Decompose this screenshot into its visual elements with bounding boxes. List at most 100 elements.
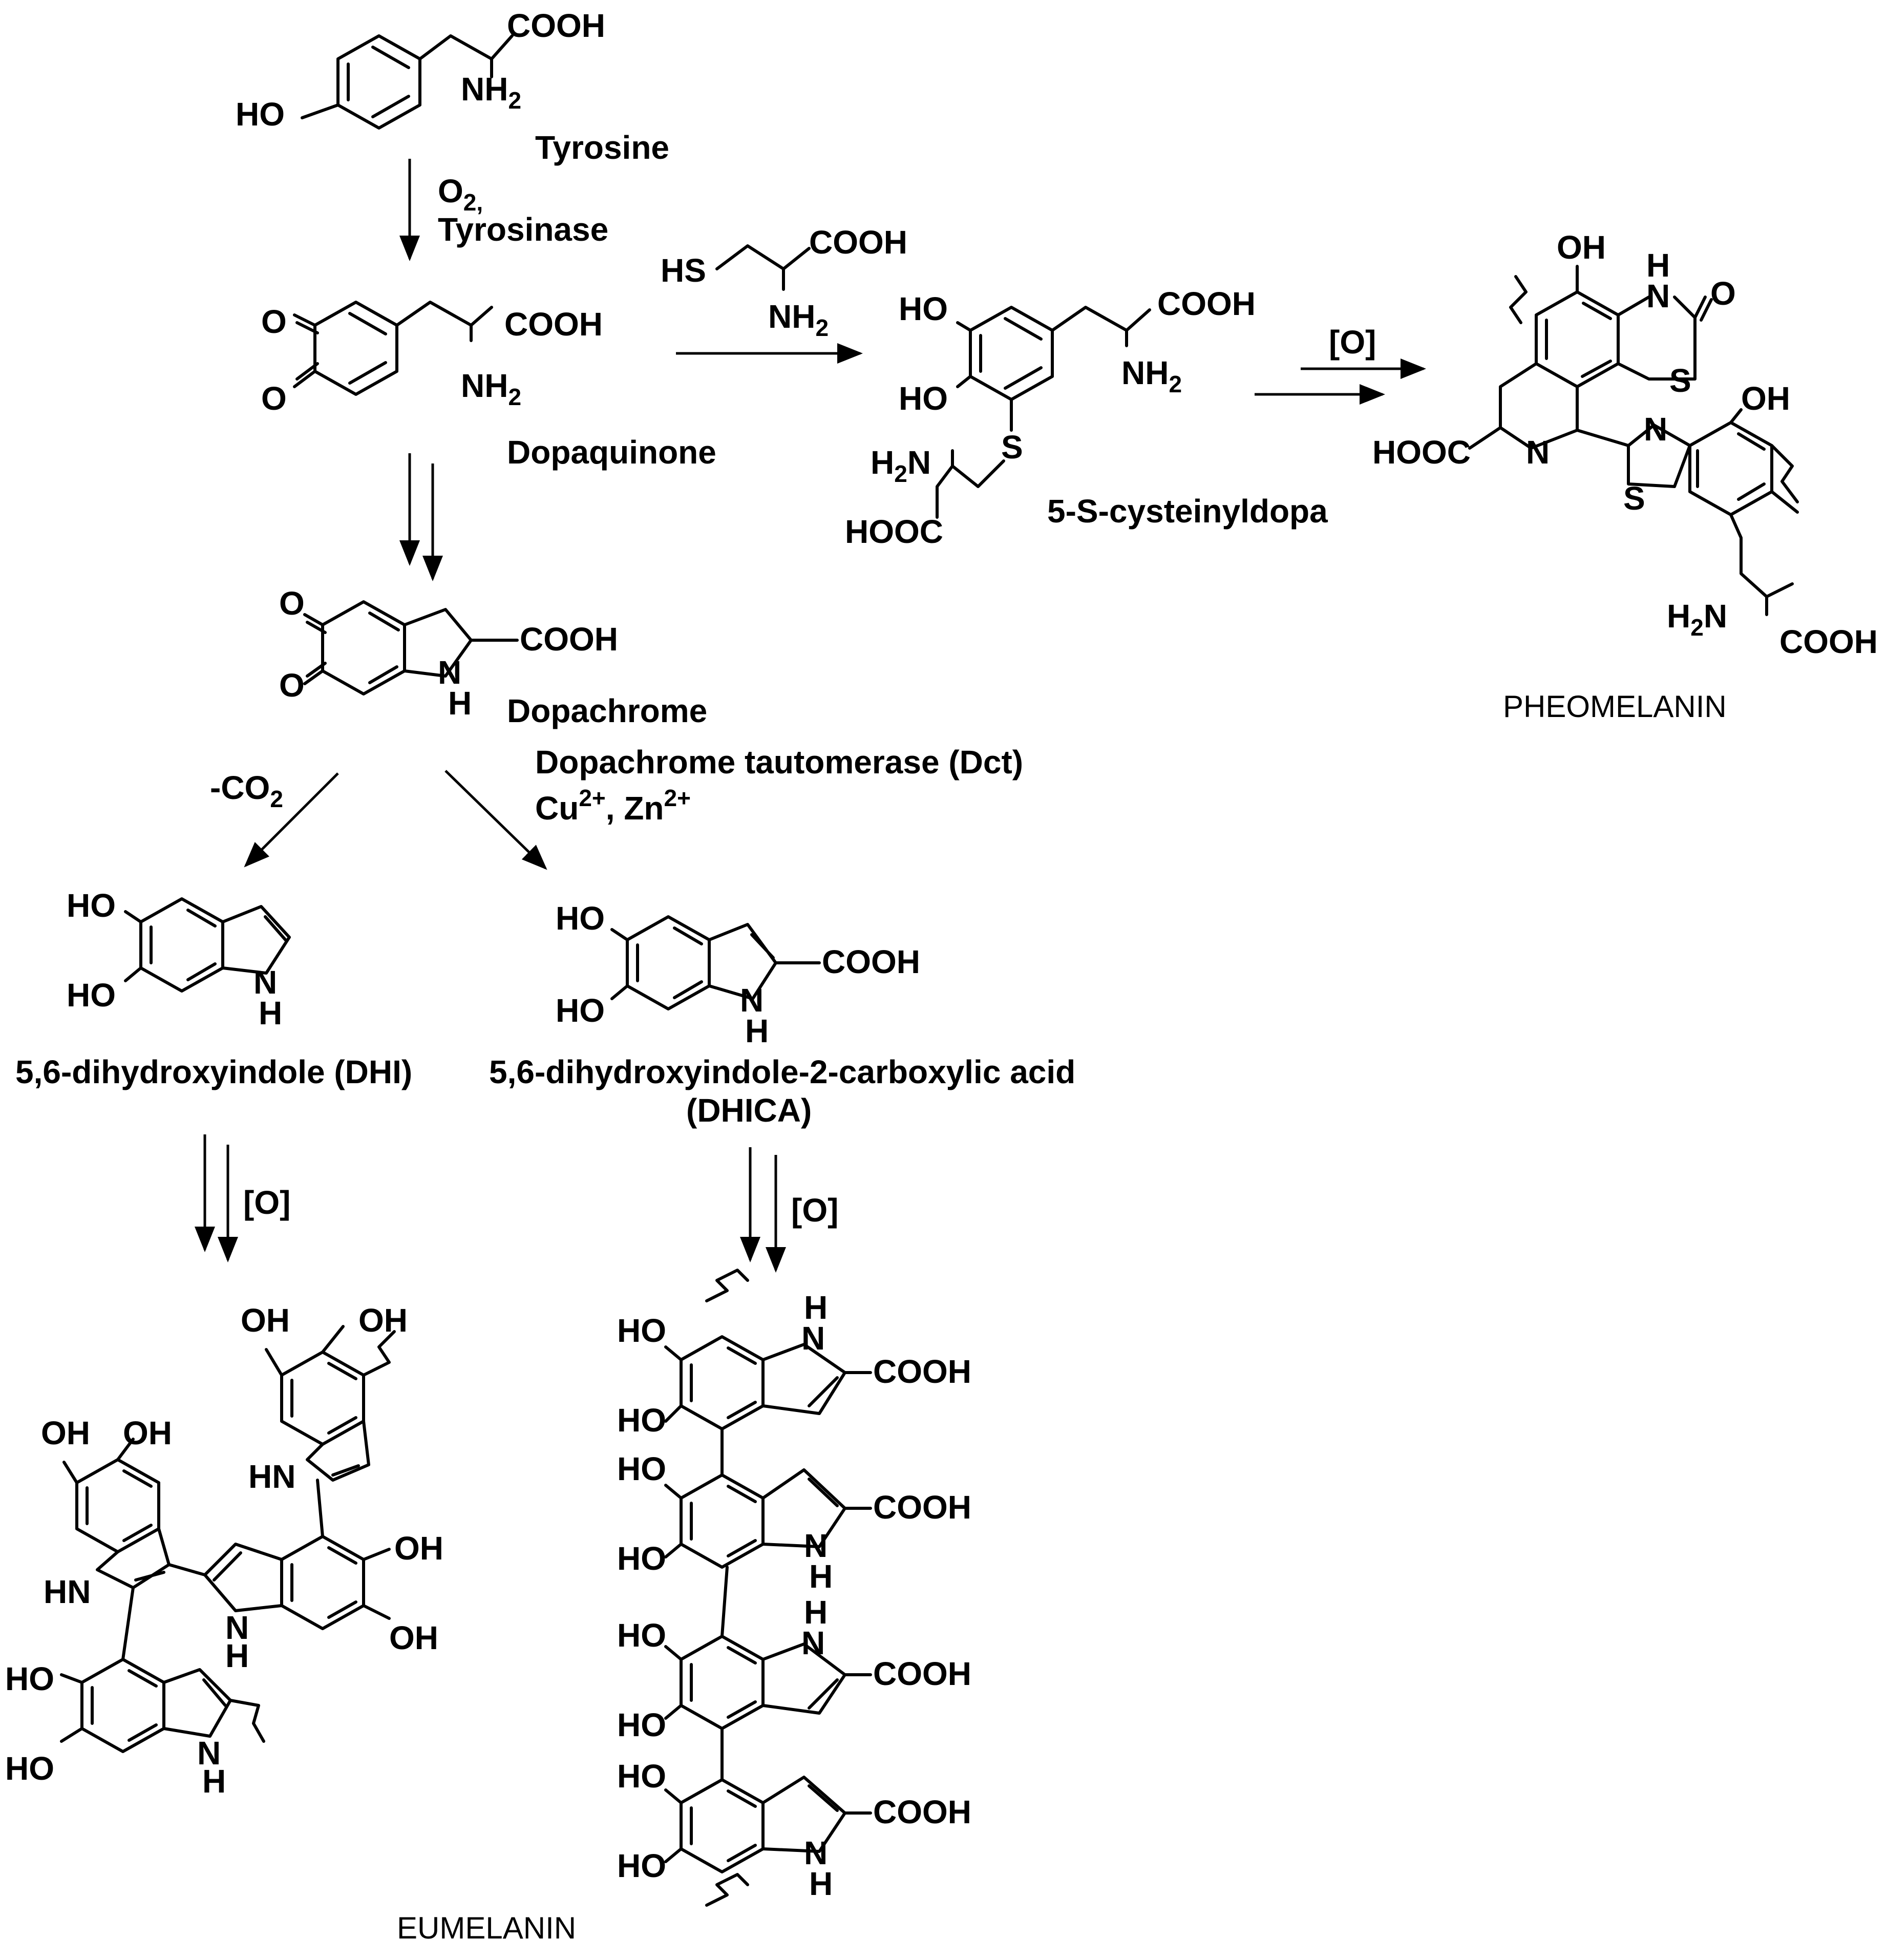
- tyrosine-nh2-label: NH2: [461, 71, 521, 114]
- dopachrome-cooh-label: COOH: [520, 621, 618, 658]
- dopaquinone-structure: O O COOH NH2: [261, 301, 603, 417]
- dhica-polymer-ho-2b-label: HO: [617, 1540, 666, 1577]
- dhica-polymer-h-2-label: H: [809, 1558, 833, 1595]
- dhi-h-label: H: [259, 995, 282, 1031]
- co2-condition: -CO2: [210, 769, 283, 812]
- pheomelanin-h-label: H: [1646, 247, 1670, 284]
- pheomelanin-h2n-label: H2N: [1667, 598, 1727, 641]
- dhica-label-line1: 5,6-dihydroxyindole-2-carboxylic acid: [489, 1053, 1075, 1090]
- eumelanin-oh4-label: OH: [123, 1415, 172, 1451]
- pheomelanin-hooc-label: HOOC: [1372, 434, 1471, 471]
- dhica-polymer-n-3-label: N: [801, 1625, 825, 1661]
- pheomelanin-n-label: N: [1646, 278, 1670, 314]
- dhica-polymer-ho-4a-label: HO: [617, 1758, 666, 1795]
- dhica-polymer-h-3-label: H: [804, 1594, 828, 1631]
- pheomelanin-label: PHEOMELANIN: [1503, 689, 1727, 724]
- dopaquinone-cooh-label: COOH: [504, 306, 603, 343]
- eumelanin-ho2-label: HO: [5, 1750, 54, 1787]
- dhica-polymer-n-2-label: N: [804, 1527, 828, 1564]
- ox-condition-dhica: [O]: [791, 1192, 838, 1229]
- dopaquinone-o1-label: O: [261, 303, 287, 340]
- pheomelanin-cooh-label: COOH: [1779, 623, 1878, 660]
- cysteine-hs-label: HS: [661, 252, 706, 289]
- dhica-polymer-h-1-label: H: [804, 1289, 828, 1326]
- pheomelanin-oh-right-label: OH: [1741, 380, 1790, 417]
- eumelanin-oh5-label: OH: [394, 1530, 443, 1567]
- eumelanin-hn1-label: HN: [248, 1458, 295, 1495]
- cysteinyldopa-h2n-label: H2N: [871, 444, 931, 487]
- dhi-n-label: N: [253, 964, 277, 1001]
- pheomelanin-o-label: O: [1710, 275, 1736, 312]
- pheomelanin-s-thiazole-label: S: [1623, 480, 1645, 517]
- cysteinyldopa-hooc-label: HOOC: [845, 513, 943, 550]
- dopaquinone-nh2-label: NH2: [461, 367, 521, 410]
- cysteine-reagent: HS COOH NH2: [661, 224, 907, 341]
- eumelanin-h-label: H: [225, 1637, 249, 1674]
- dhica-polymer-ho-4b-label: HO: [617, 1847, 666, 1884]
- dopachrome-h-label: H: [448, 685, 472, 722]
- dopaquinone-label: Dopaquinone: [507, 434, 716, 471]
- dhica-polymer-structure: HO HO COOH H N HO HO COOH N H HO HO COOH…: [617, 1269, 971, 1907]
- dhica-polymer-ho-3b-label: HO: [617, 1706, 666, 1743]
- dhica-cooh-label: COOH: [822, 943, 920, 980]
- o2-condition: O2,: [438, 173, 483, 216]
- eumelanin-oh1-label: OH: [241, 1302, 290, 1339]
- dhi-ho1-label: HO: [67, 887, 116, 924]
- tyrosinase-condition: Tyrosinase: [438, 211, 608, 248]
- eumelanin-oh2-label: OH: [358, 1302, 408, 1339]
- tyrosine-structure: COOH NH2 HO: [236, 7, 605, 133]
- eumelanin-structure: OH OH HN OH OH HN OH OH N H HO HO N H: [5, 1302, 443, 1800]
- pheomelanin-s-ring-label: S: [1669, 362, 1691, 399]
- cysteinyldopa-cooh-label: COOH: [1157, 285, 1256, 322]
- tyrosine-label: Tyrosine: [535, 129, 669, 166]
- arrow-dopachrome-to-dhica: [444, 770, 547, 870]
- ox-condition-pheomelanin: [O]: [1329, 324, 1376, 361]
- dhica-structure: HO HO COOH N H: [556, 900, 920, 1049]
- eumelanin-h2-label: H: [202, 1763, 226, 1800]
- dopachrome-o2-label: O: [279, 667, 305, 704]
- cysteinyldopa-s-label: S: [1001, 429, 1023, 466]
- dhica-label-line2: (DHICA): [686, 1092, 812, 1129]
- cysteinyldopa-structure: HO HO COOH NH2 S H2N HOOC: [845, 285, 1256, 550]
- ox-condition-dhi: [O]: [243, 1184, 290, 1221]
- dopachrome-label: Dopachrome: [507, 692, 707, 729]
- tyrosine-cooh-label: COOH: [507, 7, 605, 44]
- arrow-dopachrome-to-dhi: [244, 772, 339, 868]
- dhica-polymer-ho-1b-label: HO: [617, 1402, 666, 1439]
- pheomelanin-structure: OH H N O S HOOC N N S OH H2N COOH: [1372, 229, 1878, 660]
- pheomelanin-oh-top-label: OH: [1557, 229, 1606, 266]
- eumelanin-n-label: N: [225, 1609, 249, 1646]
- cysteine-cooh-label: COOH: [809, 224, 907, 261]
- dhica-n-label: N: [740, 982, 764, 1019]
- eumelanin-hn2-label: HN: [44, 1573, 91, 1610]
- tyrosine-ho-label: HO: [236, 96, 285, 133]
- pheomelanin-n-thiazole-label: N: [1644, 411, 1667, 448]
- dhica-polymer-cooh-1-label: COOH: [873, 1353, 971, 1390]
- dhi-structure: HO HO N H: [67, 887, 291, 1031]
- dhica-ho1-label: HO: [556, 900, 605, 937]
- pheomelanin-n-ring-label: N: [1526, 434, 1550, 471]
- dhica-polymer-cooh-4-label: COOH: [873, 1794, 971, 1830]
- eumelanin-oh3-label: OH: [41, 1415, 90, 1451]
- cysteinyldopa-ho1-label: HO: [899, 290, 948, 327]
- dhica-h-label: H: [745, 1013, 769, 1049]
- cysteinyldopa-nh2-label: NH2: [1121, 354, 1182, 397]
- eumelanin-n2-label: N: [197, 1735, 221, 1772]
- cysteinyldopa-ho2-label: HO: [899, 380, 948, 417]
- dopachrome-o1-label: O: [279, 585, 305, 622]
- cu-zn-condition: Cu2+, Zn2+: [535, 785, 691, 827]
- dopachrome-n-label: N: [438, 654, 461, 691]
- dhi-ho2-label: HO: [67, 977, 116, 1014]
- dhica-polymer-cooh-2-label: COOH: [873, 1489, 971, 1526]
- dhi-label: 5,6-dihydroxyindole (DHI): [15, 1053, 412, 1090]
- eumelanin-label: EUMELANIN: [397, 1911, 576, 1945]
- dct-condition: Dopachrome tautomerase (Dct): [535, 744, 1023, 781]
- dhica-ho2-label: HO: [556, 992, 605, 1029]
- cysteine-nh2-label: NH2: [768, 298, 829, 341]
- dhica-polymer-h-4-label: H: [809, 1865, 833, 1902]
- dhica-polymer-ho-2a-label: HO: [617, 1450, 666, 1487]
- eumelanin-ho1-label: HO: [5, 1660, 54, 1697]
- dhica-polymer-ho-1a-label: HO: [617, 1312, 666, 1349]
- cysteinyldopa-label: 5-S-cysteinyldopa: [1047, 493, 1328, 530]
